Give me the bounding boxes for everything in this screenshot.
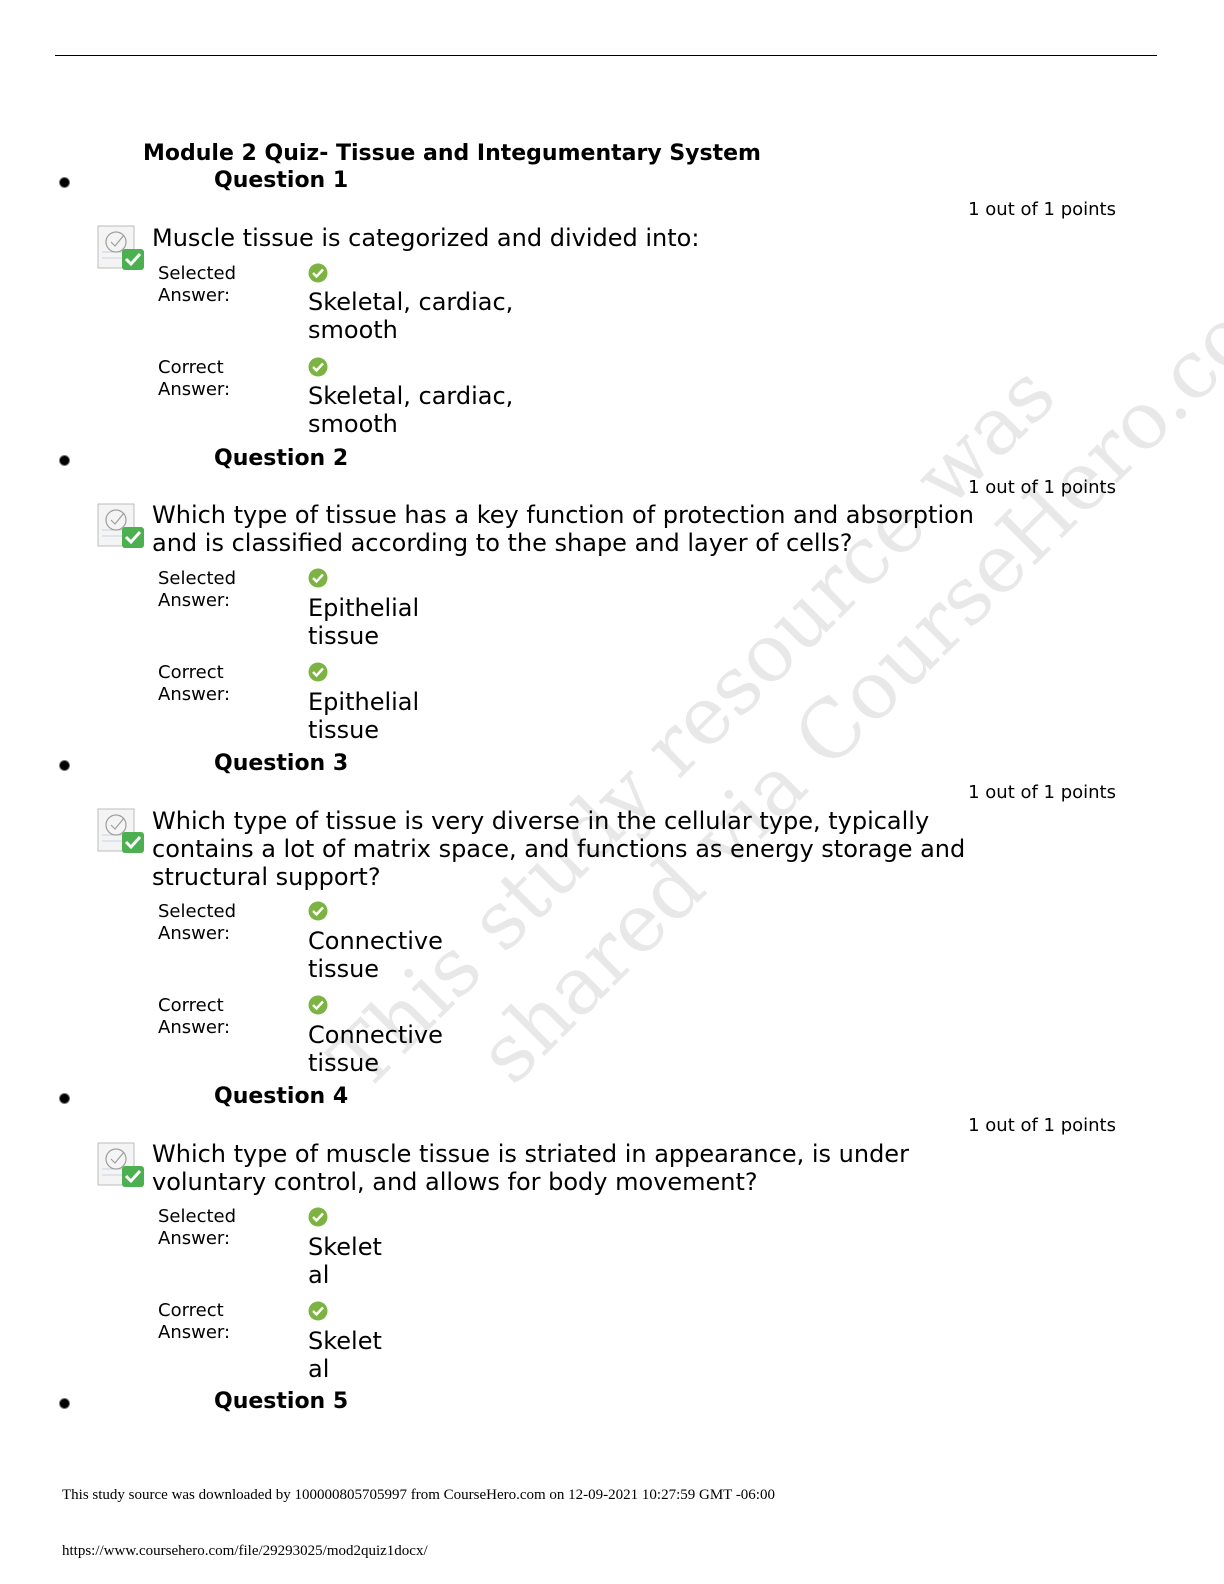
correct-answer-value: Skeletal, cardiac,smooth — [308, 382, 514, 438]
green-check-icon — [308, 568, 328, 588]
graded-correct-icon — [97, 225, 144, 270]
question-1-points: 1 out of 1 points — [968, 199, 1116, 220]
question-3-points: 1 out of 1 points — [968, 782, 1116, 803]
graded-correct-icon — [97, 808, 144, 853]
question-2-bullet — [60, 456, 69, 465]
question-1-text: Muscle tissue is categorized and divided… — [152, 224, 700, 252]
question-1-bullet — [60, 178, 69, 187]
question-5-heading: Question 5 — [214, 1389, 349, 1414]
question-2-points: 1 out of 1 points — [968, 477, 1116, 498]
green-check-icon — [308, 995, 328, 1015]
question-5-bullet — [60, 1399, 69, 1408]
selected-answer-value: Skeletal, cardiac,smooth — [308, 288, 514, 344]
question-4-bullet — [60, 1094, 69, 1103]
question-2-heading: Question 2 — [214, 446, 349, 471]
graded-correct-icon — [97, 1142, 144, 1187]
footer-download-notice: This study source was downloaded by 1000… — [62, 1487, 775, 1503]
graded-correct-icon — [97, 503, 144, 548]
question-2-text: Which type of tissue has a key function … — [152, 501, 975, 557]
top-rule — [55, 55, 1157, 56]
green-check-icon — [308, 263, 328, 283]
green-check-icon — [308, 357, 328, 377]
question-1-heading: Question 1 — [214, 168, 349, 193]
footer-url[interactable]: https://www.coursehero.com/file/29293025… — [62, 1543, 428, 1559]
question-3-text: Which type of tissue is very diverse in … — [152, 807, 966, 891]
green-check-icon — [308, 901, 328, 921]
question-4-points: 1 out of 1 points — [968, 1115, 1116, 1136]
question-4-heading: Question 4 — [214, 1084, 349, 1109]
green-check-icon — [308, 1207, 328, 1227]
page-title: Module 2 Quiz- Tissue and Integumentary … — [143, 141, 761, 166]
question-3-heading: Question 3 — [214, 751, 349, 776]
green-check-icon — [308, 1301, 328, 1321]
question-3-bullet — [60, 761, 69, 770]
question-4-text: Which type of muscle tissue is striated … — [152, 1140, 909, 1196]
green-check-icon — [308, 662, 328, 682]
